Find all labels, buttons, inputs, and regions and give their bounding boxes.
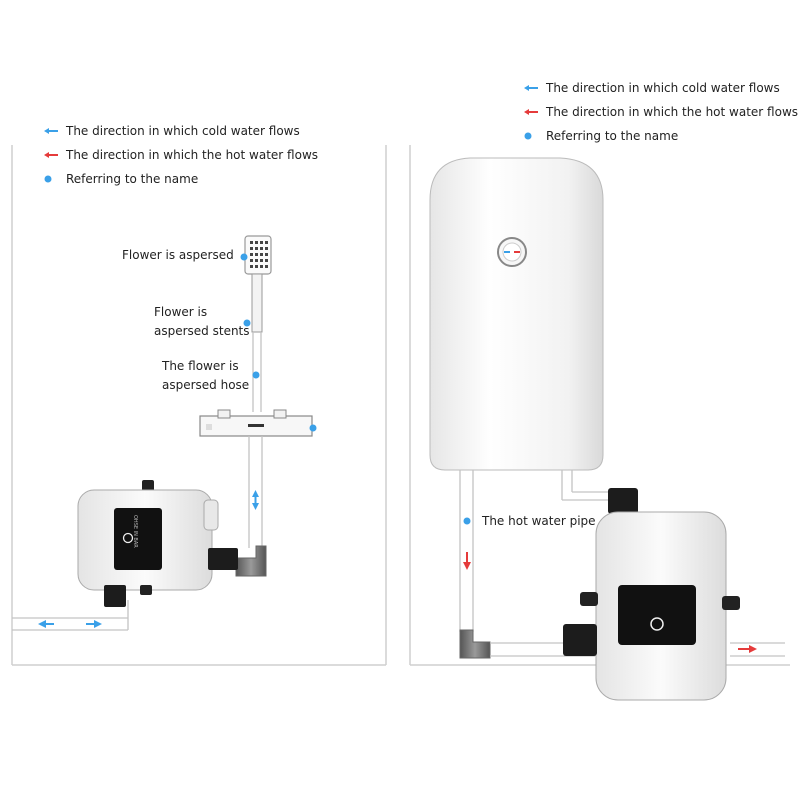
label-hose-line1: The flower is bbox=[162, 359, 239, 373]
label-stents-line2: aspersed stents bbox=[154, 324, 250, 338]
water-heater-tank bbox=[429, 157, 604, 471]
blue-dot-icon bbox=[44, 175, 52, 183]
legend-label: Referring to the name bbox=[66, 172, 199, 186]
label-hose-line2: aspersed hose bbox=[162, 378, 250, 392]
right-flow-markers bbox=[463, 517, 757, 653]
shower-stent bbox=[251, 273, 263, 333]
right-legend-dot: Referring to the name bbox=[524, 129, 678, 143]
right-legend-hot: The direction in which the hot water flo… bbox=[524, 105, 798, 119]
label-stents-line1: Flower is bbox=[154, 305, 208, 319]
pump-panel-text: OHSE IN BAR bbox=[132, 515, 138, 548]
right-legend-cold: The direction in which cold water flows bbox=[524, 81, 780, 95]
hot-arrow-icon bbox=[44, 152, 58, 158]
label-hot-water-pipe: The hot water pipe bbox=[482, 514, 596, 528]
shower-hose bbox=[252, 332, 262, 412]
right-elbow-fitting bbox=[459, 629, 491, 659]
left-legend-dot: Referring to the name bbox=[44, 172, 198, 186]
left-pump bbox=[77, 480, 238, 607]
left-cold-pipe bbox=[12, 600, 129, 631]
cold-arrow-icon bbox=[524, 85, 538, 91]
left-elbow-fitting bbox=[235, 545, 267, 577]
right-pump bbox=[563, 488, 740, 701]
tank-cold-inlet-pipe bbox=[561, 470, 608, 501]
shower-head bbox=[244, 235, 272, 275]
hot-water-pipe bbox=[459, 470, 474, 632]
blue-dot-icon bbox=[524, 132, 532, 140]
label-shower-head: Flower is aspersed bbox=[122, 248, 234, 262]
left-panel-frame bbox=[11, 145, 387, 666]
left-legend-hot: The direction in which the hot water flo… bbox=[44, 148, 318, 162]
left-legend-cold: The direction in which cold water flows bbox=[44, 124, 300, 138]
legend-label: Referring to the name bbox=[546, 129, 679, 143]
hot-arrow-icon bbox=[524, 109, 538, 115]
legend-label: The direction in which the hot water flo… bbox=[66, 148, 319, 162]
left-vertical-pipe bbox=[248, 436, 263, 548]
legend-label: The direction in which cold water flows bbox=[546, 81, 780, 95]
left-flow-markers bbox=[38, 253, 317, 628]
mixer-valve bbox=[199, 409, 313, 437]
cold-arrow-icon bbox=[44, 128, 58, 134]
legend-label: The direction in which cold water flows bbox=[66, 124, 300, 138]
legend-label: The direction in which the hot water flo… bbox=[546, 105, 799, 119]
